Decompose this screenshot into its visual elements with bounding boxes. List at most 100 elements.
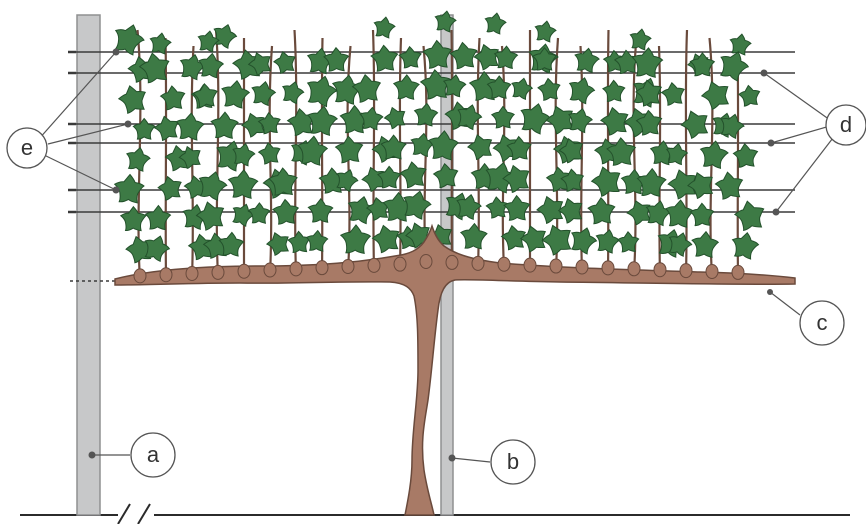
- spur: [289, 261, 303, 277]
- spur: [159, 267, 173, 283]
- grape-leaf: [273, 51, 296, 74]
- grape-leaf: [305, 229, 329, 252]
- grape-leaf: [281, 81, 305, 105]
- spur: [133, 268, 147, 284]
- grape-leaf: [195, 201, 225, 231]
- grape-leaf: [287, 230, 311, 254]
- grape-leaf: [192, 83, 218, 108]
- grape-leaf: [536, 195, 564, 225]
- grape-leaf: [626, 200, 651, 226]
- grape-leaf: [114, 24, 145, 56]
- grape-leaf: [210, 111, 239, 139]
- grape-leaf: [297, 135, 329, 166]
- grape-leaf: [307, 198, 334, 223]
- grape-leaf: [377, 165, 402, 189]
- grape-leaf: [459, 222, 488, 250]
- grape-leaf: [631, 47, 664, 78]
- grape-leaf: [198, 171, 228, 201]
- grape-leaf: [503, 194, 531, 221]
- grape-leaf: [689, 202, 715, 227]
- grape-leaf: [520, 103, 551, 135]
- grape-leaf: [334, 135, 364, 164]
- grape-leaf: [427, 130, 460, 161]
- grape-leaf: [449, 41, 478, 70]
- vine-shoot: [164, 37, 168, 279]
- spur: [705, 264, 719, 280]
- grape-leaf: [473, 43, 500, 71]
- grape-leaf: [132, 117, 156, 140]
- grape-leaf: [371, 224, 400, 254]
- grape-leaf: [541, 224, 572, 256]
- grape-leaf: [557, 197, 583, 224]
- grape-leaf: [227, 169, 259, 199]
- grape-leaf: [519, 225, 547, 253]
- grape-leaf: [587, 196, 616, 225]
- callout-a: a: [88, 432, 176, 478]
- grape-leaf: [590, 166, 621, 197]
- grape-leaf: [616, 231, 640, 253]
- grape-leaf: [272, 198, 300, 225]
- grape-leaf: [413, 102, 439, 127]
- spur: [445, 254, 459, 270]
- grape-leaf: [691, 230, 720, 258]
- grape-leaf: [403, 190, 432, 220]
- callout-d: d: [760, 69, 866, 216]
- grape-leaf: [247, 202, 271, 224]
- grape-leaf: [664, 199, 695, 228]
- grape-leaf: [493, 45, 519, 70]
- grape-leaf: [157, 175, 182, 201]
- label-c-text: c: [817, 310, 828, 335]
- grape-leaf: [500, 224, 527, 251]
- grape-leaf: [159, 85, 186, 111]
- grape-leaf: [241, 112, 266, 138]
- grape-leaf: [119, 205, 147, 232]
- vine-foliage: [113, 10, 765, 264]
- grape-leaf: [558, 138, 584, 164]
- label-b-text: b: [507, 449, 519, 474]
- label-e-text: e: [21, 135, 33, 160]
- grape-leaf: [232, 203, 255, 227]
- grape-leaf: [232, 143, 256, 167]
- grape-leaf: [247, 52, 272, 77]
- spur: [393, 256, 407, 272]
- grape-leaf: [687, 172, 714, 200]
- grape-leaf: [257, 142, 281, 165]
- grape-leaf: [153, 115, 179, 142]
- grape-leaf: [545, 105, 574, 135]
- grape-leaf: [486, 75, 512, 99]
- grape-leaf: [198, 52, 225, 79]
- grape-leaf: [714, 171, 744, 200]
- grape-leaf: [144, 204, 172, 231]
- grape-leaf: [336, 169, 359, 193]
- grape-leaf: [700, 81, 730, 111]
- spur: [237, 263, 251, 279]
- grape-leaf: [660, 81, 685, 106]
- grape-leaf: [323, 46, 350, 72]
- end-post: [76, 14, 101, 516]
- grape-leaf: [432, 163, 459, 189]
- grape-leaf: [606, 137, 637, 166]
- grape-leaf: [307, 105, 338, 136]
- grape-leaf: [125, 146, 151, 172]
- grape-leaf: [720, 113, 745, 140]
- grape-leaf: [729, 33, 752, 56]
- grape-leaf: [645, 200, 672, 227]
- spur: [185, 266, 199, 282]
- grape-leaf: [680, 110, 709, 139]
- grape-leaf: [410, 132, 435, 158]
- grape-leaf: [373, 16, 396, 39]
- grape-leaf: [442, 74, 467, 98]
- grape-leaf: [635, 79, 663, 107]
- grape-leaf: [731, 232, 760, 260]
- grape-leaf: [399, 161, 427, 189]
- grape-leaf: [218, 231, 245, 257]
- spur: [549, 258, 563, 274]
- callout-c: c: [767, 289, 845, 346]
- grape-leaf: [175, 112, 205, 141]
- callout-e: e: [6, 48, 132, 194]
- grape-leaf: [456, 193, 482, 221]
- grape-leaf: [667, 169, 697, 200]
- ground: [20, 503, 850, 524]
